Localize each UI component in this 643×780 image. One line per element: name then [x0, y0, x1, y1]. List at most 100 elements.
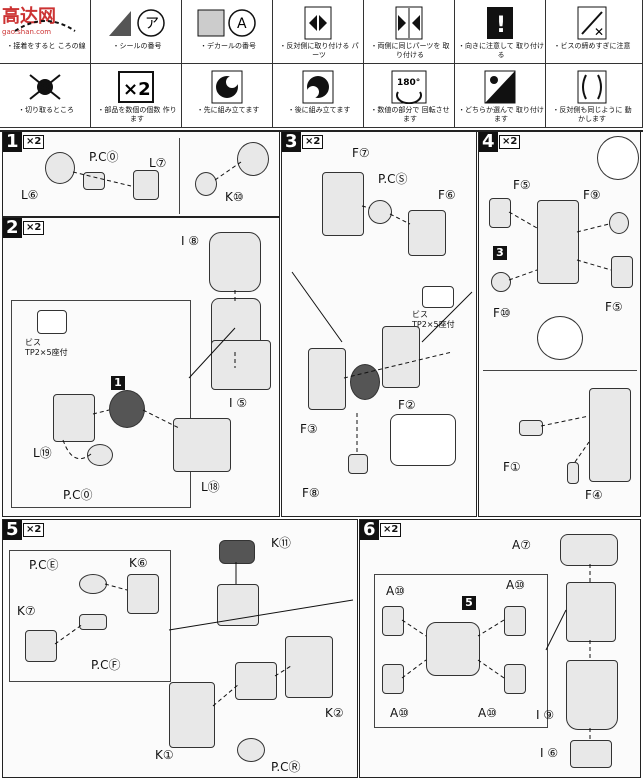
label-screw: ビス [25, 338, 41, 347]
part-l7 [133, 170, 159, 200]
step-1-number: 1 [3, 132, 22, 152]
label-k10: K⑩ [225, 190, 244, 204]
part-f8 [348, 454, 368, 474]
part-f5-right [611, 256, 633, 288]
step-3-arrows [291, 205, 473, 452]
svg-text:A: A [237, 16, 247, 32]
label-k2: K② [325, 706, 344, 720]
legend-cell-13: ・反対側も同じように 動かします [546, 64, 643, 128]
label-a10-tl: A⑩ [386, 584, 405, 598]
step-4-divider [483, 370, 637, 371]
label-screw-spec: TP2×5座付 [25, 348, 68, 357]
part-body-4 [537, 200, 579, 284]
svg-text:×2: ×2 [123, 79, 151, 100]
step-6-subpanel [374, 574, 548, 728]
label-pc-f: P.CⒻ [91, 658, 121, 672]
choose-icon [484, 70, 516, 104]
part-a10-tr [504, 606, 526, 636]
step-1-subpanel [179, 138, 278, 214]
legend-label-6: ・ビスの締めすぎに注意 [553, 42, 631, 50]
dotted-line-icon [14, 20, 76, 32]
part-f3 [308, 348, 346, 410]
step-6-arrows [401, 564, 591, 740]
part-f2 [382, 326, 420, 388]
ref-step-3: 3 [493, 246, 507, 260]
assemble-later-icon [302, 70, 334, 104]
step-2-subpanel [11, 300, 191, 508]
legend-label-4: ・両側に同じパーツを 取り付ける [370, 42, 450, 59]
step-1-arrows [72, 161, 242, 187]
legend-cell-7: ・切り取るところ [0, 64, 91, 128]
step-3-panel: 3 ×2 F⑦ P.CⓈ F⑥ ビス TP2×5座付 F② F③ F⑧ [281, 131, 477, 517]
legend-label-13: ・反対側も同じように 動かします [552, 106, 632, 123]
label-a10-tr: A⑩ [506, 578, 525, 592]
part-f9 [609, 212, 629, 234]
legend-label-10: ・後に組み立てます [287, 106, 351, 114]
legend-label-9: ・先に組み立てます [196, 106, 260, 114]
label-i6: I ⑥ [540, 746, 559, 760]
legend-cell-9: ・先に組み立てます [182, 64, 273, 128]
label-f5-right: F⑤ [605, 300, 623, 314]
label-f2: F② [398, 398, 416, 412]
label-i8: I ⑧ [181, 234, 200, 248]
part-l18 [173, 418, 231, 472]
label-a10-br: A⑩ [478, 706, 497, 720]
label-f3: F③ [300, 422, 318, 436]
legend-cell-8: ×2 ・部品を数個の個数 作ります [91, 64, 182, 128]
svg-text:180°: 180° [397, 78, 420, 88]
part-joint [350, 364, 380, 400]
move-both-icon [577, 70, 607, 104]
part-f7 [322, 172, 364, 236]
step-3-multiplier: ×2 [302, 135, 324, 149]
part-mid-5 [235, 662, 277, 700]
label-pc-e: P.CⒺ [29, 558, 59, 572]
detail-callout-4b [537, 316, 583, 360]
label-f10: F⑩ [493, 306, 511, 320]
label-pc-s: P.CⓈ [378, 172, 408, 186]
screw-icon [37, 310, 67, 334]
label-f8: F⑧ [302, 486, 320, 500]
step-2-multiplier: ×2 [23, 221, 45, 235]
step-6-number: 6 [360, 520, 379, 540]
label-k7: K⑦ [17, 604, 36, 618]
step-5-arrows [54, 562, 354, 707]
legend-cell-12: ・どちらか選んで 取り付けます [455, 64, 546, 128]
part-body-6 [566, 582, 616, 642]
part-body-4b [589, 388, 631, 482]
part-k6 [127, 574, 159, 614]
step-4-number: 4 [479, 132, 498, 152]
part-a10-bl [382, 664, 404, 694]
label-k1: K① [155, 748, 174, 762]
label-i9: I ⑨ [536, 708, 555, 722]
decal-number-icon: A [197, 9, 256, 37]
legend-label-11: ・数値の部分で 回転させます [370, 106, 450, 123]
part-roller [109, 390, 145, 428]
step-5-panel: 5 ×2 P.CⒺ K⑥ K⑦ P.CⒻ K⑪ K② K① P.CⓇ [2, 519, 358, 778]
label-i5: I ⑤ [229, 396, 248, 410]
step-2-number: 2 [3, 218, 22, 238]
label-screw-2: ビス [412, 310, 428, 319]
detail-callout [390, 414, 456, 466]
step-5-multiplier: ×2 [23, 523, 45, 537]
symbol-legend: 高达网 gao.shan.com ・接着をすると ころの線 ア ・シールの番号 … [0, 0, 643, 132]
watermark-url: gao.shan.com [2, 28, 52, 36]
part-i6 [570, 740, 612, 768]
part-k11 [219, 540, 255, 564]
step-4-arrows [508, 211, 612, 463]
step-1-panel: 1 ×2 P.C⓪ L⑥ L⑦ K⑩ [2, 131, 280, 217]
legend-label-3: ・反対側に取り付ける パーツ [279, 42, 359, 59]
opposite-side-icon [304, 6, 332, 40]
legend-label-7: ・切り取るところ [18, 106, 74, 114]
legend-cell-2: A ・デカールの番号 [182, 0, 273, 64]
label-a7: A⑦ [512, 538, 531, 552]
label-pc-o: P.C⓪ [89, 150, 119, 164]
step-4-multiplier: ×2 [499, 135, 521, 149]
detail-callout-4a [597, 136, 639, 180]
legend-cell-4: ・両側に同じパーツを 取り付ける [364, 0, 455, 64]
part-pc-o-2 [87, 444, 113, 466]
both-sides-icon [395, 6, 423, 40]
label-k6: K⑥ [129, 556, 148, 570]
svg-text:ア: ア [145, 16, 159, 32]
label-f7: F⑦ [352, 146, 370, 160]
label-l19: L⑲ [33, 446, 52, 460]
